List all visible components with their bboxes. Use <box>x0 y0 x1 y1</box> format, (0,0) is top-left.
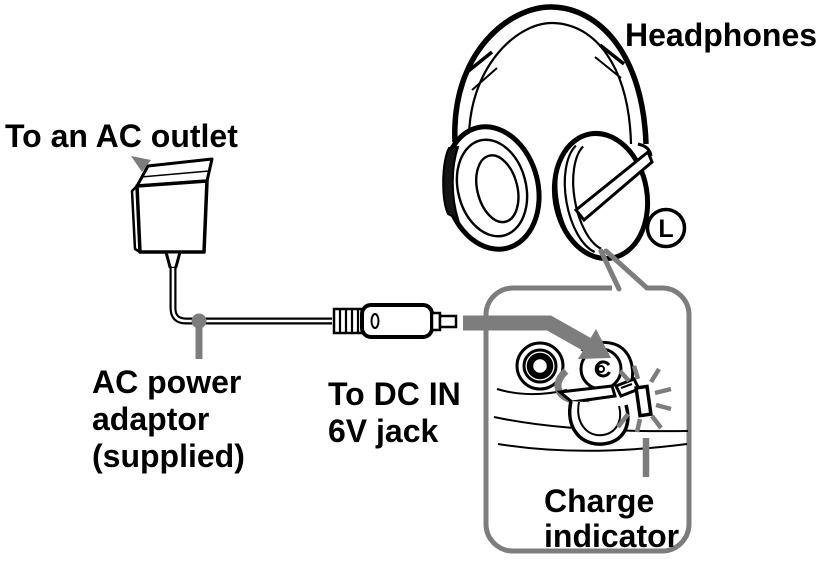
ac-adapter-illustration <box>130 156 214 270</box>
inset-panel <box>483 248 692 554</box>
ac-adaptor-label-line1: AC power <box>92 364 241 400</box>
power-cord <box>169 268 332 325</box>
dc-jack-label-line1: To DC IN <box>328 376 461 412</box>
ac-adaptor-label-line2: adaptor <box>92 401 209 437</box>
headband-adjuster-right <box>598 43 626 66</box>
headband-adjuster-right2 <box>594 56 622 79</box>
headphone-jack <box>515 341 565 391</box>
headband-adjuster-left <box>464 50 494 75</box>
adapter-strain-relief <box>164 250 182 270</box>
ac-outlet-label: To an AC outlet <box>5 118 238 154</box>
charge-indicator-label-line2: indicator <box>544 518 679 554</box>
charge-indicator-label-line1: Charge <box>544 483 654 519</box>
adapter-top-seam <box>140 170 210 178</box>
left-earcup <box>442 124 542 252</box>
plug-body-mark <box>370 313 380 329</box>
left-channel-marker: L <box>645 207 687 249</box>
left-channel-letter: L <box>658 215 673 243</box>
adapter-front-face <box>135 179 209 254</box>
headphones-label: Headphones <box>625 17 817 53</box>
left-earcup-hanger <box>442 145 460 221</box>
inset-callout-wedge <box>598 248 650 292</box>
plug-tip <box>438 314 458 329</box>
inset-wedge-gap <box>612 282 648 294</box>
charge-indicator-led <box>634 384 653 418</box>
plug-arrow-icon <box>463 315 611 359</box>
headband-adjuster-left2 <box>471 67 498 91</box>
right-yoke-arm <box>573 149 654 223</box>
ac-adaptor-label-line3: (supplied) <box>92 438 245 474</box>
dc-plug <box>332 303 458 339</box>
dc-jack-label-line2: 6V jack <box>328 413 439 449</box>
cord-callout-dot <box>191 313 207 329</box>
headphones-illustration <box>442 4 654 262</box>
right-yoke-connector <box>637 142 653 157</box>
indicator-rays-icon <box>616 365 672 433</box>
